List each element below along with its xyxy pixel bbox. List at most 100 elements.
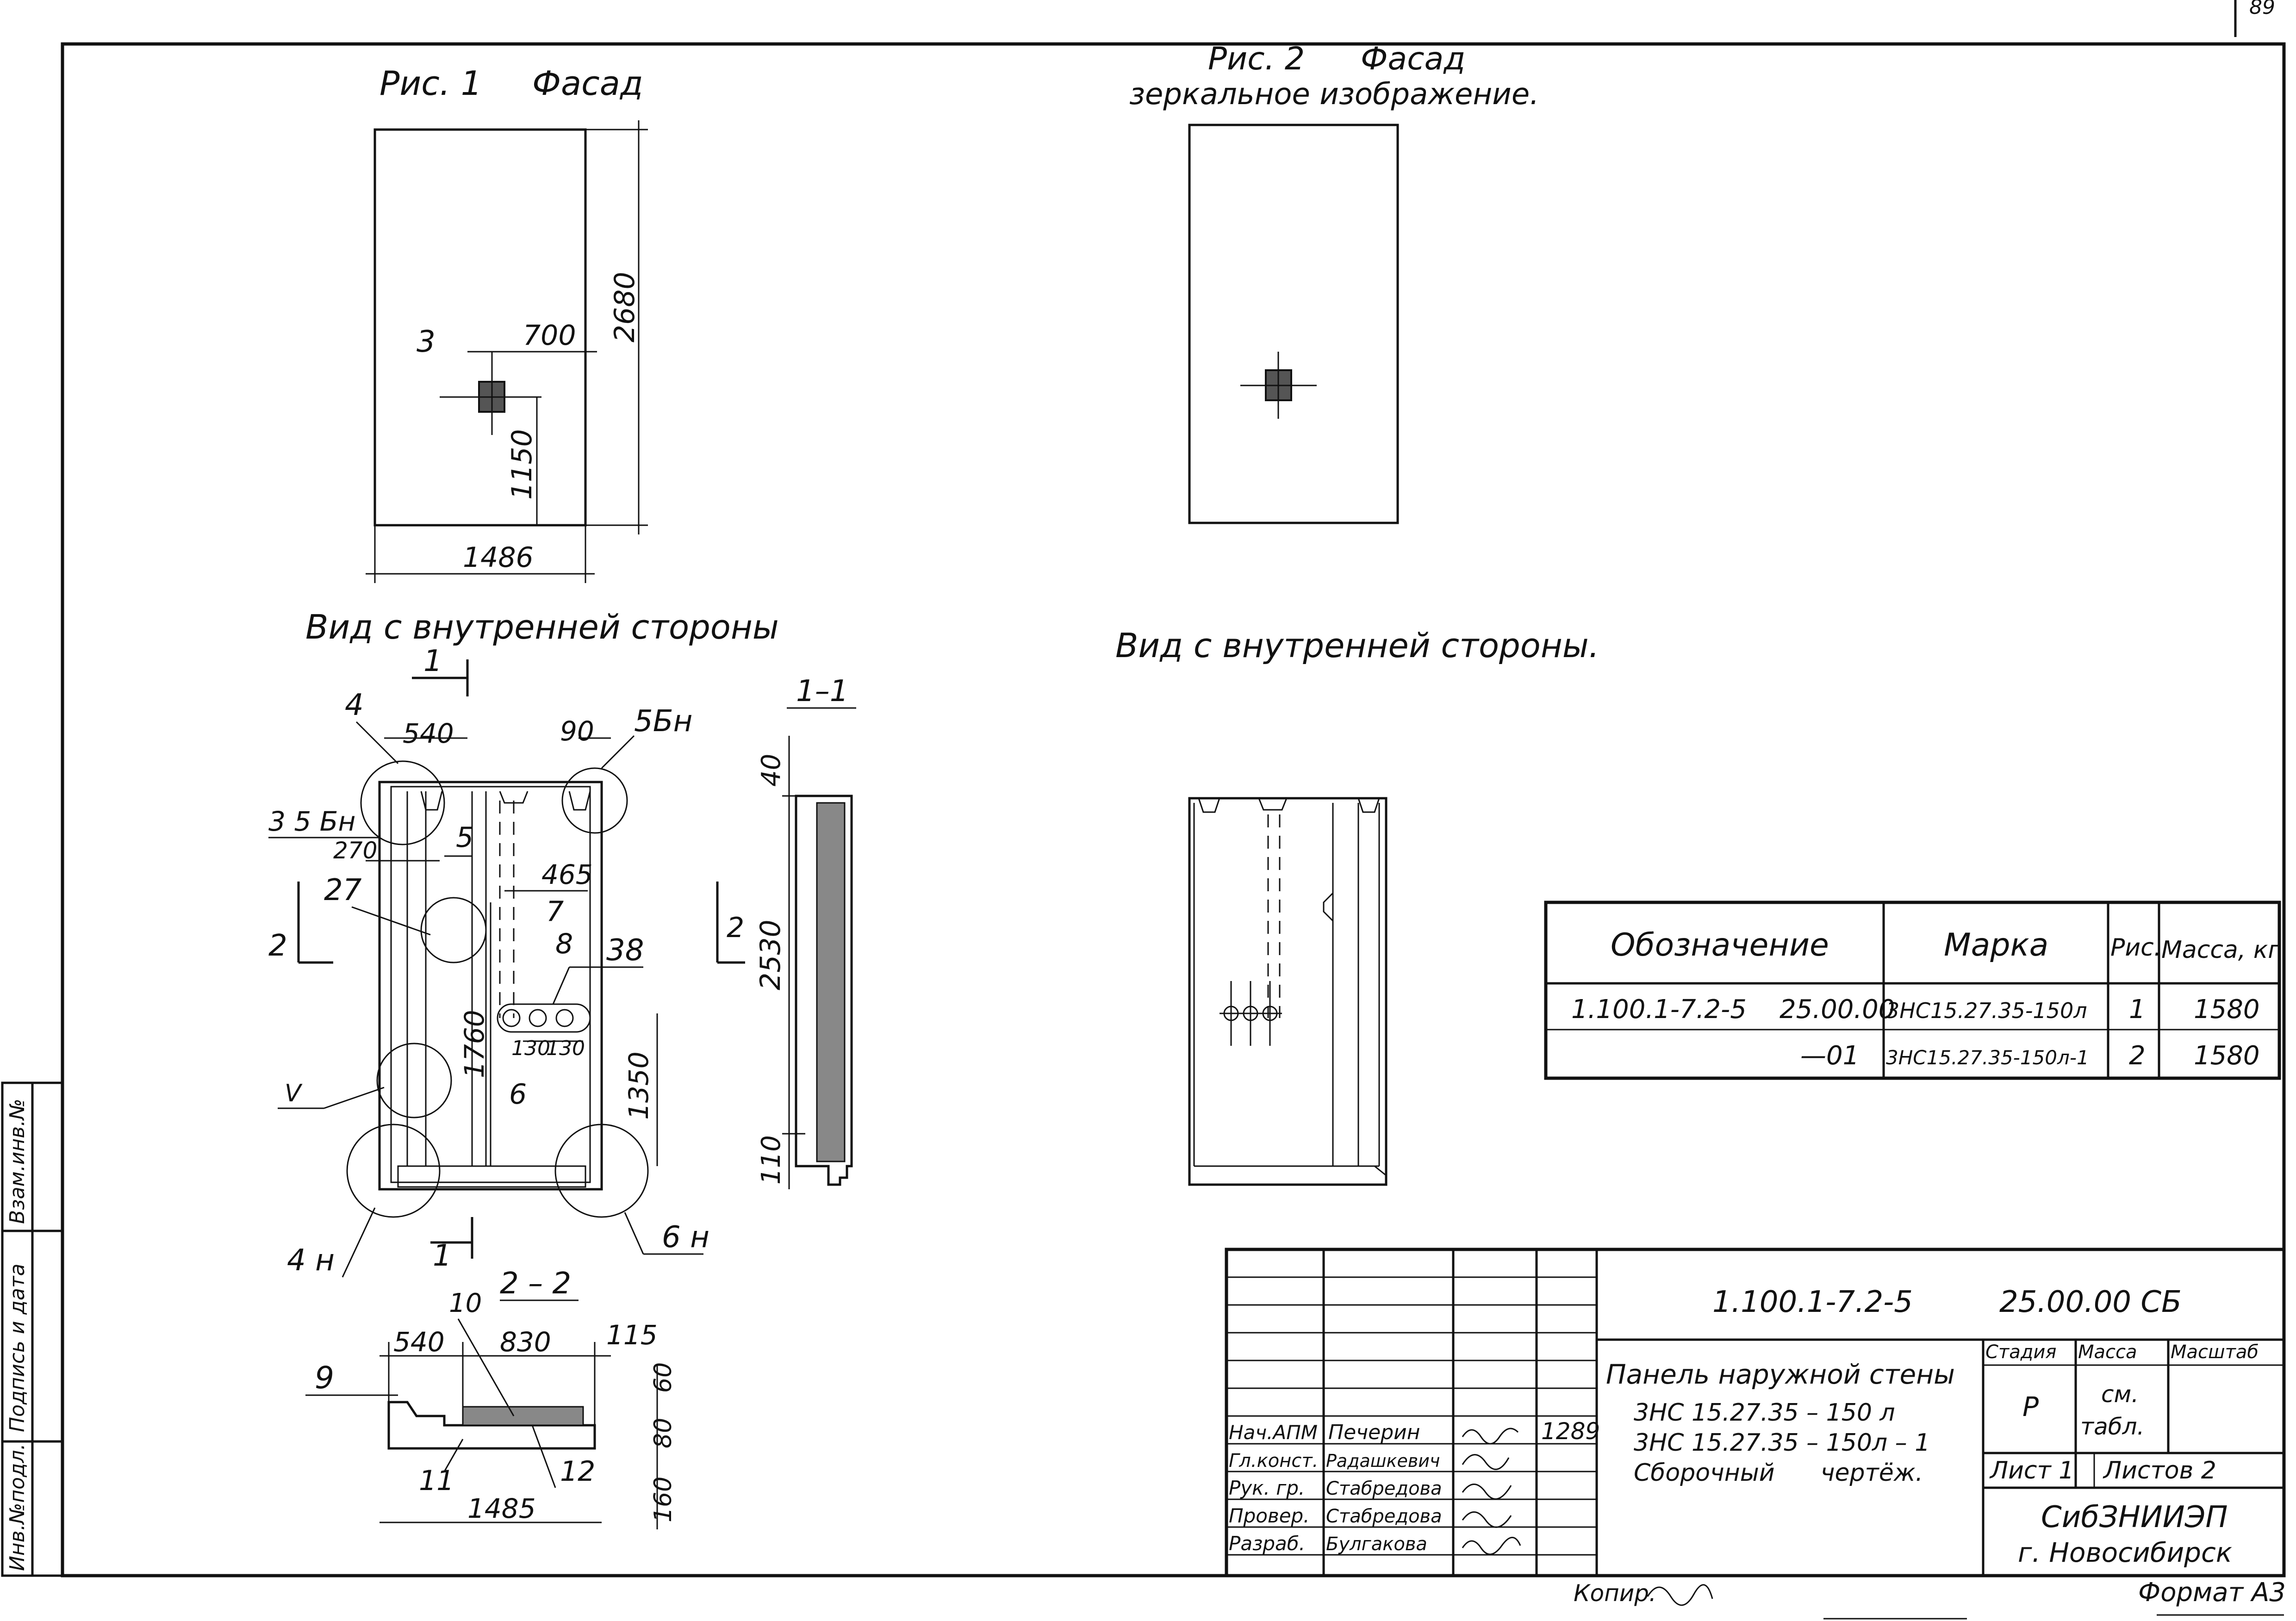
format-label: Формат А3 bbox=[2138, 1578, 2286, 1608]
role-5-name: Булгакова bbox=[1326, 1534, 1427, 1555]
inner-view-1-title: Вид с внутренней стороны bbox=[305, 608, 779, 646]
inner-dim-1760: 1760 bbox=[459, 1010, 490, 1078]
inner-label-8: 8 bbox=[555, 928, 573, 960]
role-2: Гл.конст. bbox=[1229, 1450, 1318, 1472]
role-1: Нач.АПМ bbox=[1229, 1421, 1318, 1444]
inner-label-7: 7 bbox=[546, 895, 564, 928]
section22-dim-1485: 1485 bbox=[467, 1493, 536, 1524]
title-name-line-3: 3НС 15.27.35 – 150л – 1 bbox=[1634, 1429, 1930, 1457]
fig1-facade-label: Фасад bbox=[532, 64, 643, 103]
spec-row1-designation: 1.100.1-7.2-5 25.00.00 bbox=[1571, 994, 1895, 1025]
spec-table bbox=[1544, 901, 2281, 1080]
fig1-dim-height: 2680 bbox=[609, 272, 641, 342]
signatures bbox=[1462, 1428, 1521, 1555]
inner-dim-270: 270 bbox=[333, 837, 377, 864]
title-org-name: СибЗНИИЭП bbox=[2041, 1500, 2228, 1534]
fig2-title: Рис. 2 bbox=[1208, 41, 1305, 77]
spec-header-designation: Обозначение bbox=[1611, 927, 1829, 963]
role-3: Рук. гр. bbox=[1229, 1477, 1305, 1499]
sheet-frame bbox=[61, 0, 2286, 1620]
title-org-city: г. Новосибирск bbox=[2018, 1537, 2232, 1568]
title-stage-value: Р bbox=[2022, 1391, 2039, 1422]
section22-dim-540: 540 bbox=[393, 1326, 445, 1358]
spec-row1-fig: 1 bbox=[2129, 994, 2146, 1025]
fig1-title: Рис. 1 bbox=[380, 64, 482, 103]
fig1-dim-1150: 1150 bbox=[506, 429, 538, 500]
inner-dim-465: 465 bbox=[541, 859, 593, 890]
inner-dim-1350: 1350 bbox=[623, 1051, 654, 1120]
stamp-replacement-inv: Взам.инв.№ bbox=[6, 1099, 29, 1224]
inner-dim-540: 540 bbox=[403, 718, 454, 749]
title-mass-label: Масса bbox=[2078, 1342, 2137, 1363]
role-1-name: Печерин bbox=[1328, 1421, 1420, 1444]
fig1-dim-width: 1486 bbox=[463, 541, 534, 574]
section-1-1: 1–1 40 2530 110 bbox=[754, 674, 856, 1189]
section2-left-mark: 2 bbox=[268, 929, 287, 963]
spec-header-mark: Марка bbox=[1944, 927, 2048, 963]
section11-dim-110: 110 bbox=[756, 1135, 786, 1185]
title-doc-number: 25.00.00 СБ bbox=[1999, 1285, 2182, 1319]
fig1-facade: Рис. 1 Фасад 2680 3 700 1150 1486 bbox=[366, 64, 648, 583]
title-mass-value-2: табл. bbox=[2080, 1413, 2144, 1440]
copy-label: Копир. bbox=[1574, 1580, 1656, 1607]
title-mass-value-1: см. bbox=[2101, 1381, 2139, 1408]
section11-insulation bbox=[816, 802, 846, 1162]
inner-label-38: 38 bbox=[606, 933, 644, 968]
spec-row2-fig: 2 bbox=[2129, 1041, 2146, 1071]
spec-row1-mass: 1580 bbox=[2194, 994, 2260, 1025]
title-stage-label: Стадия bbox=[1985, 1342, 2056, 1363]
section22-insulation bbox=[462, 1406, 584, 1426]
inner-label-3bn: 3 5 Бн bbox=[268, 806, 355, 837]
title-sheets-total: Листов 2 bbox=[2103, 1457, 2216, 1484]
section11-title: 1–1 bbox=[796, 674, 848, 708]
section22-dim-115: 115 bbox=[606, 1319, 658, 1351]
title-name-line-4: Сборочный чертёж. bbox=[1634, 1459, 1923, 1487]
section22-label-9: 9 bbox=[315, 1360, 334, 1396]
section22-label-11: 11 bbox=[419, 1465, 454, 1497]
stamp-inv-number: Инв.№подл. bbox=[6, 1443, 29, 1571]
fig2-facade-label: Фасад bbox=[1361, 41, 1465, 77]
spec-header-mass: Масса, кг bbox=[2161, 936, 2281, 964]
section22-label-12: 12 bbox=[560, 1455, 595, 1488]
fig1-dim-700: 700 bbox=[523, 319, 576, 352]
section22-dim-60: 60 bbox=[649, 1362, 677, 1393]
inner-dim-130b: 130 bbox=[546, 1037, 585, 1060]
section22-title: 2 – 2 bbox=[500, 1267, 571, 1301]
section11-dim-40: 40 bbox=[756, 754, 786, 787]
role-4-name: Стабредова bbox=[1326, 1506, 1442, 1527]
spec-row2-designation: —01 bbox=[1800, 1041, 1859, 1071]
inner-view-2-title: Вид с внутренней стороны. bbox=[1115, 626, 1599, 665]
spec-header-fig: Рис. bbox=[2110, 934, 2161, 962]
inner-label-4: 4 bbox=[345, 688, 364, 722]
role-4: Провер. bbox=[1229, 1504, 1310, 1527]
section1-bottom-mark: 1 bbox=[433, 1239, 452, 1273]
fig1-callout: 3 bbox=[417, 325, 436, 359]
section22-dim-830: 830 bbox=[500, 1326, 551, 1358]
spec-row2-mass: 1580 bbox=[2194, 1041, 2260, 1071]
inner-label-27: 27 bbox=[324, 873, 362, 907]
section22-dim-160: 160 bbox=[649, 1477, 677, 1522]
title-date: 1289 bbox=[1541, 1418, 1600, 1445]
inner-dim-130a: 130 bbox=[511, 1037, 550, 1060]
role-5: Разраб. bbox=[1229, 1532, 1305, 1555]
role-3-name: Стабредова bbox=[1326, 1478, 1442, 1499]
role-2-name: Радашкевич bbox=[1326, 1451, 1440, 1471]
title-name-line-1: Панель наружной стены bbox=[1606, 1359, 1955, 1390]
spec-row1-mark: 3НС15.27.35-150л bbox=[1886, 998, 2087, 1023]
stamp-signature-date: Подпись и дата bbox=[6, 1264, 29, 1432]
inner-view-left: Вид с внутренней стороны 1 1 bbox=[268, 608, 779, 1278]
inner-label-v: V bbox=[285, 1080, 303, 1107]
section22-label-10: 10 bbox=[449, 1288, 482, 1318]
section22-dim-80: 80 bbox=[649, 1418, 677, 1448]
inner-label-4n: 4 н bbox=[287, 1243, 335, 1278]
inner-label-6n: 6 н bbox=[662, 1220, 709, 1255]
inner-label-5bn: 5Бн bbox=[634, 704, 692, 739]
title-name-line-2: 3НС 15.27.35 – 150 л bbox=[1634, 1399, 1895, 1427]
title-doc-code: 1.100.1-7.2-5 bbox=[1712, 1285, 1913, 1319]
section-2-2: 2 – 2 540 830 115 60 80 160 1485 9 10 11… bbox=[305, 1267, 677, 1529]
title-scale-label: Масштаб bbox=[2171, 1342, 2259, 1363]
inner-label-5: 5 bbox=[456, 821, 473, 854]
side-stamp: Инв.№подл. Подпись и дата Взам.инв.№ bbox=[1, 1081, 64, 1577]
section1-top-mark: 1 bbox=[423, 644, 442, 678]
